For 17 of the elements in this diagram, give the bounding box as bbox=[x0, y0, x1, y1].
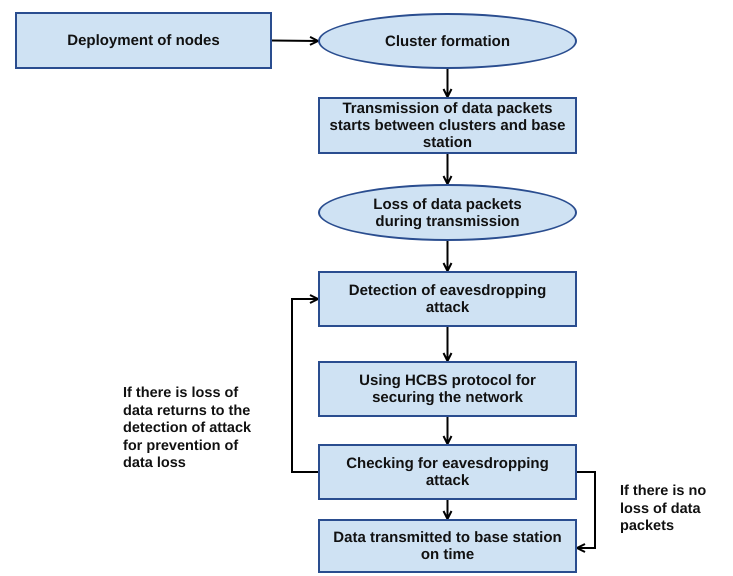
arrow bbox=[442, 241, 452, 272]
arrow bbox=[576, 471, 596, 553]
arrow bbox=[442, 500, 452, 520]
arrow bbox=[442, 327, 452, 362]
arrow bbox=[442, 417, 452, 445]
process-box: Data transmitted to base station on time bbox=[318, 519, 577, 573]
process-ellipse: Loss of data packets during transmission bbox=[318, 184, 577, 241]
process-box: Transmission of data packets starts between clusters and base station bbox=[318, 97, 577, 154]
process-box: Checking for eavesdropping attack bbox=[318, 444, 577, 500]
arrow bbox=[442, 154, 452, 185]
arrow bbox=[291, 294, 319, 473]
arrow bbox=[272, 36, 319, 46]
process-box: Using HCBS protocol for securing the network bbox=[318, 361, 577, 417]
process-box: Deployment of nodes bbox=[15, 12, 272, 69]
arrow bbox=[442, 69, 452, 98]
process-box: Detection of eavesdropping attack bbox=[318, 271, 577, 327]
process-ellipse: Cluster formation bbox=[318, 13, 577, 69]
